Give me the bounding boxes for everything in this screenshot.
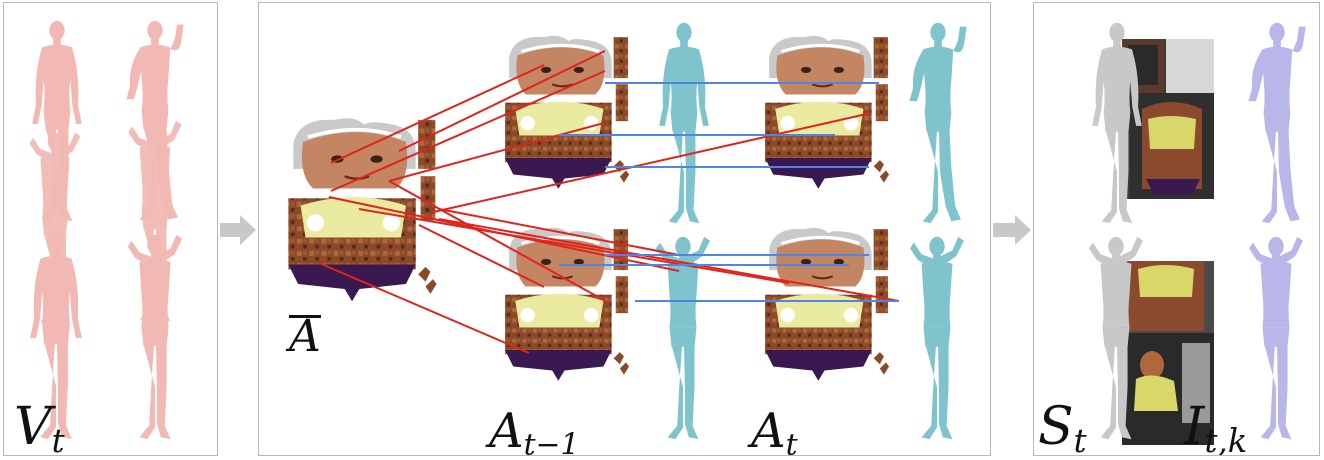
atlas-panel: A (258, 2, 991, 456)
human-mesh-icon (116, 17, 196, 447)
segmentation-label: St (1038, 401, 1087, 456)
arrow-right-icon (218, 213, 258, 247)
red-correspondence-lines (319, 51, 899, 353)
pink-mesh-column-right (116, 17, 196, 447)
correspondence-lines (259, 3, 991, 456)
vertices-panel: Vt (3, 2, 218, 456)
atlas-cur-label: At (751, 407, 798, 456)
lavender-mesh (1234, 19, 1318, 447)
image-label: It,k (1184, 401, 1247, 456)
arrow-right-icon (991, 213, 1033, 247)
blue-correspondence-lines (559, 83, 899, 301)
human-mesh-icon (22, 17, 92, 447)
gray-mesh (1074, 19, 1158, 447)
human-mesh-icon (1074, 19, 1158, 447)
vertices-label: Vt (14, 401, 65, 456)
pink-mesh-column-left (22, 17, 92, 447)
human-mesh-icon (1234, 19, 1318, 447)
atlas-prev-label: At−1 (489, 407, 579, 456)
render-panel: St It,k (1033, 2, 1320, 456)
